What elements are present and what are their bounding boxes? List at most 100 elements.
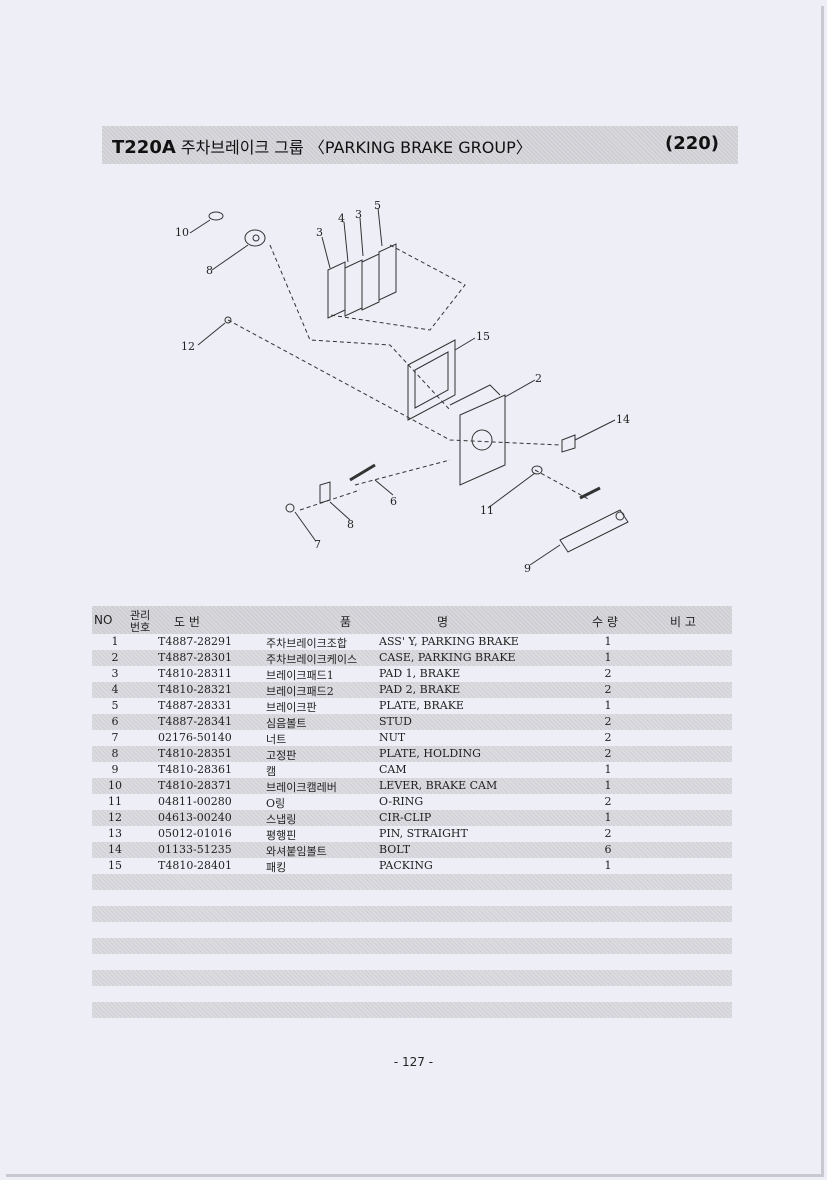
stud-shape [349,463,376,482]
page-title: T220A 주차브레이크 그룹 〈PARKING BRAKE GROUP〉 [112,134,532,158]
table-row: 6 T4887-28341 심음볼트 STUD 2 [92,714,732,730]
row-no: 8 [111,747,119,760]
row-english-name: PAD 1, BRAKE [379,667,461,680]
blank-row [92,970,732,986]
row-quantity: 2 [604,715,612,728]
row-quantity: 1 [604,779,612,792]
row-no: 14 [108,843,122,856]
callout-label: 5 [374,199,381,212]
callout-label: 7 [314,538,321,551]
callout-label: 10 [175,226,189,239]
circlip-shape [208,211,224,221]
row-quantity: 1 [604,811,612,824]
row-quantity: 1 [604,859,612,872]
row-korean-name: 캠 [266,765,277,778]
row-quantity: 1 [604,763,612,776]
oring-shape [531,465,543,475]
blank-row [92,1002,732,1018]
row-part-number: T4810-28321 [158,683,233,696]
callout-label: 9 [524,562,531,575]
guide-line [329,244,466,331]
row-part-number: T4887-28341 [158,715,233,728]
page-frame [6,6,824,1177]
row-english-name: CASE, PARKING BRAKE [379,651,516,664]
row-no: 9 [111,763,119,776]
row-english-name: CIR-CLIP [379,811,432,824]
holding-plate-shape [319,481,331,504]
callout-label: 12 [181,340,195,353]
page-number: - 127 - [393,1055,434,1069]
row-part-number: T4810-28311 [158,667,233,680]
row-no: 3 [111,667,119,680]
exploded-diagram: 10 8 3 4 3 5 12 15 2 14 11 9 6 8 7 [150,190,650,580]
row-korean-name: 브레이크패드1 [266,669,334,682]
table-row: 8 T4810-28351 고정판 PLATE, HOLDING 2 [92,746,732,762]
group-page-ref: (220) [664,133,719,154]
row-english-name: BOLT [379,843,411,856]
packing-inner [414,351,449,409]
row-quantity: 2 [604,795,612,808]
row-quantity: 2 [604,827,612,840]
row-korean-name: 평행핀 [266,829,297,842]
col-mgmt-top: 관리 [130,609,151,622]
row-quantity: 1 [604,651,612,664]
callout-label: 3 [355,208,362,221]
lever-shape [559,509,629,553]
row-quantity: 1 [604,635,612,648]
nut-shape [285,503,295,513]
row-quantity: 2 [604,747,612,760]
row-part-number: T4810-28401 [158,859,233,872]
header-bar [102,126,738,164]
row-english-name: PACKING [379,859,433,872]
row-no: 7 [111,731,119,744]
row-korean-name: 주차브레이크케이스 [266,653,358,666]
row-no: 1 [111,635,119,648]
row-part-number: T4810-28351 [158,747,233,760]
col-remarks: 비 고 [670,615,696,629]
row-korean-name: 고정판 [266,749,297,762]
col-no: NO [94,613,113,627]
row-part-number: 01133-51235 [158,843,232,856]
pad2-shape [344,259,363,317]
row-part-number: 04613-00240 [158,811,232,824]
row-no: 4 [111,683,119,696]
row-no: 15 [108,859,122,872]
row-korean-name: 브레이크판 [266,701,317,714]
cam-hole [252,234,260,242]
col-name-a: 품 [340,615,352,629]
row-no: 12 [108,811,122,824]
row-korean-name: 심음볼트 [266,717,307,730]
callout-label: 6 [390,495,397,508]
row-english-name: PLATE, HOLDING [379,747,481,760]
row-no: 6 [111,715,119,728]
row-part-number: T4810-28361 [158,763,233,776]
row-no: 2 [111,651,119,664]
guide-line [227,319,561,446]
table-row: 12 04613-00240 스냅링 CIR-CLIP 1 [92,810,732,826]
row-quantity: 2 [604,731,612,744]
callout-label: 4 [338,212,345,225]
table-header: NO 관리 번호 도 번 품 명 수 량 비 고 [92,606,732,634]
row-no: 5 [111,699,119,712]
row-korean-name: 와셔붙임볼트 [266,845,327,858]
case-top [449,384,501,406]
callout-label: 8 [347,518,354,531]
callout-label: 11 [480,504,494,517]
row-english-name: STUD [379,715,412,728]
case-bore [471,429,493,451]
row-korean-name: 브레이크패드2 [266,685,334,698]
callout-label: 8 [206,264,213,277]
row-part-number: T4887-28301 [158,651,233,664]
row-part-number: T4887-28291 [158,635,233,648]
row-english-name: PAD 2, BRAKE [379,683,461,696]
packing-shape [407,339,456,421]
row-korean-name: 너트 [266,733,287,746]
row-korean-name: 스냅링 [266,813,297,826]
